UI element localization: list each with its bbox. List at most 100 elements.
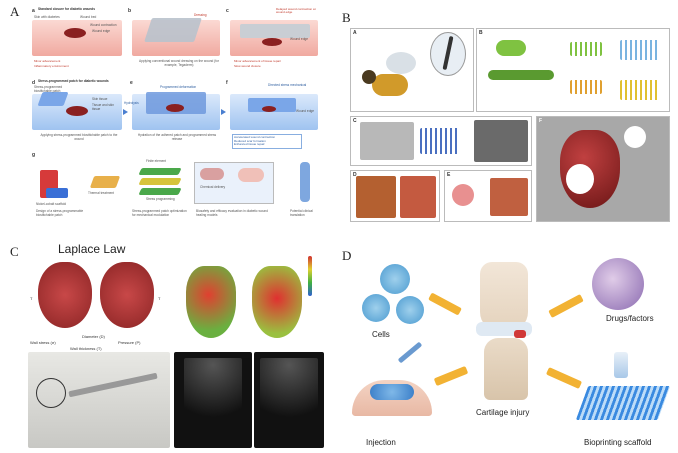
sub-e: e (130, 80, 133, 86)
g-mouse (200, 168, 224, 180)
cell-2 (362, 294, 390, 322)
f-note-1: Reduced scar formation (234, 138, 266, 143)
d-label-bioprinting: Bioprinting scaffold (584, 438, 652, 447)
laplace-heart-right (100, 262, 154, 328)
panel-label-c: C (10, 244, 19, 259)
wound-c (262, 38, 282, 46)
c-label-1: Wound edge (290, 37, 309, 41)
cell-3 (396, 296, 424, 324)
echo-cone-2 (260, 358, 318, 428)
e-caption: Hydration of the adhered patch and progr… (137, 133, 217, 141)
panel-a-block (32, 20, 122, 56)
panel-label-b: B (342, 10, 351, 25)
echo-cone-1 (184, 358, 242, 428)
arrow-injection (433, 365, 469, 387)
g-blue-scaffold (46, 188, 68, 198)
b-tissue-d2 (400, 176, 436, 218)
b-tissue-d (356, 176, 396, 218)
b-needles-1 (570, 42, 602, 56)
f-note-2: Enhanced tissue repair (234, 142, 265, 147)
knee-tibia (484, 338, 528, 400)
knee-injury (514, 330, 526, 338)
g-human (300, 162, 310, 202)
b-label-0: Dressing (194, 13, 207, 17)
heatmap-heart-2 (252, 266, 302, 338)
dressing-sheet (144, 18, 202, 42)
f-note-0: Accelerated wound contraction (234, 135, 276, 139)
c-label-stress: Wall stress (σ) (30, 340, 56, 345)
d-label-injury: Cartilage injury (476, 408, 530, 417)
g-caption-1: Stress-programmed patch optimization for… (132, 209, 187, 217)
arrow-cells (428, 292, 462, 316)
laplace-title: Laplace Law (58, 242, 126, 256)
panel-label-d: D (342, 248, 352, 263)
wound-d (66, 106, 88, 116)
a-title: Standard closure for diabetic wounds (38, 7, 96, 11)
g-layers-2 (138, 178, 182, 185)
b-sub-a: A (353, 30, 357, 36)
b-sub-c: C (353, 118, 357, 124)
patch-e (146, 92, 206, 114)
c-note-1: Slow wound closure (234, 64, 261, 68)
wound-a (64, 28, 86, 38)
wound-f (262, 106, 276, 112)
b-array-1 (620, 40, 660, 60)
d-label-0: Stress-programmed biostitchable patch (34, 85, 63, 93)
device-loop (36, 378, 66, 408)
g-pig (238, 168, 264, 182)
b-vessel (452, 184, 474, 206)
bee-head (362, 70, 376, 84)
b-gray-1 (360, 122, 414, 160)
d-title: Stress-programmed patch for diabetic wou… (38, 79, 109, 83)
b-roller-1 (496, 40, 526, 56)
f-notes: Accelerated wound contraction Reduced sc… (232, 134, 302, 149)
bee-body (372, 74, 408, 96)
bioprinter-nozzle (614, 352, 628, 378)
a-note-1: Inflammatory environment (34, 64, 69, 68)
b-sub-f: F (539, 118, 543, 124)
b-needle-array (420, 128, 460, 154)
g-step-1: Thermal treatment (88, 191, 115, 195)
sub-c: c (226, 8, 229, 14)
g-step-3: Stress programming (146, 197, 175, 201)
bee-wing (386, 52, 416, 74)
g-step-2: Finite element (146, 159, 167, 163)
b-roller-2 (488, 70, 554, 80)
laplace-heart-left (38, 262, 92, 328)
b-sub-b: B (479, 30, 483, 36)
c-dressing (240, 24, 310, 38)
b-array-2 (620, 80, 660, 100)
d-caption: Applying stress-programmed biostitchable… (40, 133, 118, 141)
d-label-2: Tissue and skin tissue (92, 103, 115, 111)
b-sub-d: D (353, 172, 357, 178)
f-label-0: Directed stress mechanical (268, 83, 307, 87)
knee-femur (480, 262, 528, 332)
c-label-thickness: Wall thickness (T) (70, 346, 102, 351)
b-white-circle (624, 126, 646, 148)
a-label-2: Wound contraction (90, 23, 117, 27)
g-step-4: Chemical delivery (200, 185, 226, 189)
injection-syringe (397, 341, 423, 364)
g-layers-3 (138, 188, 182, 195)
g-step-0: Nickel-cobalt scaffold (36, 202, 67, 206)
panel-label-a: A (10, 4, 20, 19)
sub-f: f (226, 80, 228, 86)
arrow-d-e (123, 109, 128, 115)
b-title: Applying conventional wound dressing on … (139, 59, 219, 67)
injection-gel (370, 384, 414, 400)
c-label-0: Delayed wound contraction at wound edge (276, 7, 316, 15)
g-caption-3: Potential clinical translation (290, 209, 313, 217)
arrow-e-f (221, 109, 226, 115)
e-label-0: Hydrolysis (124, 101, 139, 105)
sub-a: a (32, 8, 35, 14)
heatmap-heart-1 (186, 266, 236, 338)
patch-f (248, 98, 296, 112)
c-label-pressure: Pressure (P) (118, 340, 141, 345)
e-label-1: Programmed deformation (160, 85, 197, 89)
d-label-cells: Cells (372, 330, 390, 339)
g-layers-1 (138, 168, 182, 175)
a-note-0: Minor advancement (34, 59, 61, 63)
c-label-t-left: T (30, 296, 33, 301)
g-caption-2: Biosafety and efficacy evaluation in dia… (196, 209, 268, 217)
